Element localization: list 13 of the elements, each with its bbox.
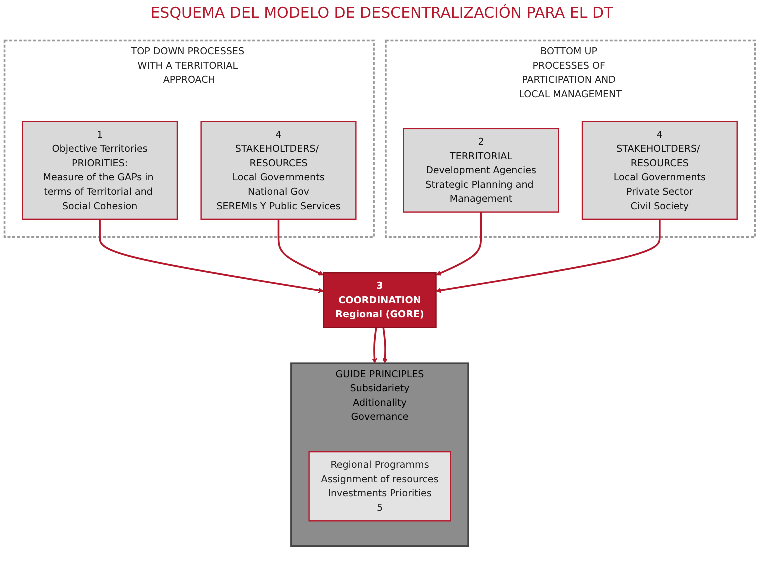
node-box: 4 STAKEHOLTDERS/ RESOURCES Local Governments National Gov SEREMIs Y Public Services <box>200 122 357 220</box>
node-box: 3 COORDINATION Regional (GORE) <box>323 272 437 329</box>
node-box: Regional Programms Assignment of resources Investments Priorities 5 <box>308 452 452 522</box>
diagram-title: ESQUEMA DEL MODELO DE DESCENTRALIZACIÓN PARA EL DT <box>150 4 614 22</box>
node-box: 1 Objective Territories PRIORITIES: Measure of the GAPs in terms of Territorial and Social Cohesion <box>22 122 178 220</box>
arrow <box>382 328 388 364</box>
arrow <box>278 220 324 276</box>
node-box: 4 STAKEHOLTDERS/ RESOURCES Local Governments Private Sector Civil Society <box>582 122 738 220</box>
node-box: 2 TERRITORIAL Development Agencies Strategic Planning and Management <box>403 128 560 214</box>
arrow <box>99 220 324 294</box>
arrow <box>436 220 661 294</box>
arrow <box>436 212 482 276</box>
arrow <box>372 328 378 364</box>
